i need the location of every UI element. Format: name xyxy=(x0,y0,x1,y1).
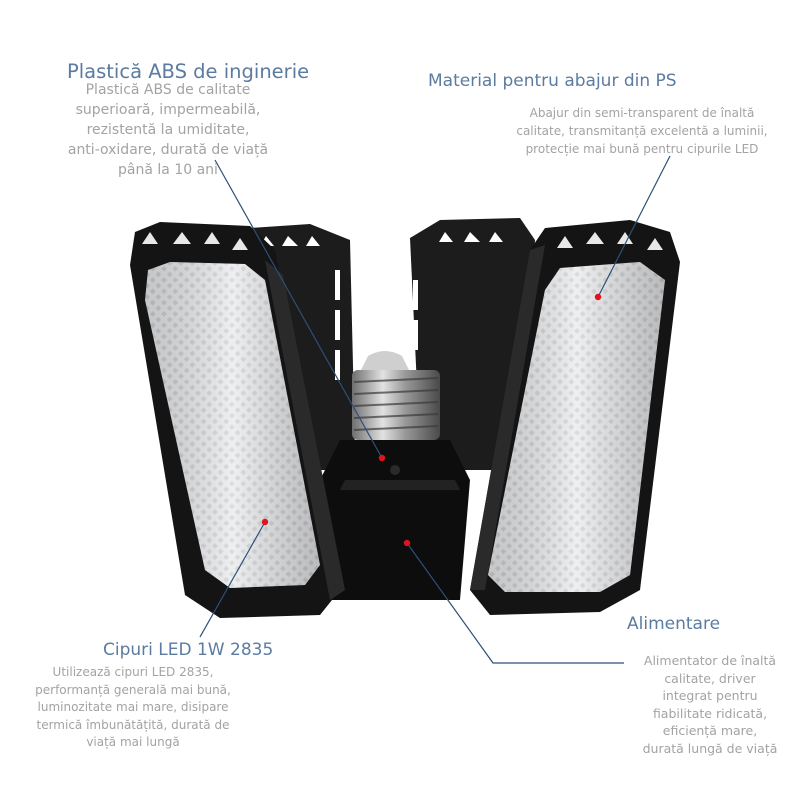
desc-line: Plastică ABS de calitate xyxy=(85,82,251,98)
desc-line: calitate, driver xyxy=(664,670,756,686)
desc-line: protecție mai bună pentru cipurile LED xyxy=(525,142,759,156)
callout-desc-led: Utilizează cipuri LED 2835, performanță … xyxy=(22,664,244,752)
e27-screw-base xyxy=(352,351,440,440)
callout-title-power: Alimentare xyxy=(627,614,721,634)
callout-title-led: Cipuri LED 1W 2835 xyxy=(103,640,274,660)
callout-desc-ps: Abajur din semi-transparent de înaltă ca… xyxy=(502,104,782,158)
desc-line: anti-oxidare, durată de viață xyxy=(67,142,269,158)
desc-line: termică îmbunătățită, durată de xyxy=(36,717,230,732)
desc-line: fiabilitate ridicată, xyxy=(652,705,768,721)
callout-title-abs: Plastică ABS de inginerie xyxy=(67,60,310,83)
marker-power xyxy=(403,539,411,547)
desc-line: Abajur din semi-transparent de înaltă xyxy=(529,106,755,120)
leader-line-led xyxy=(199,521,266,638)
desc-line: luminozitate mai mare, disipare xyxy=(37,700,229,714)
right-led-panel xyxy=(470,220,680,615)
callout-desc-power: Alimentator de înaltă calitate, driver i… xyxy=(630,652,790,757)
left-led-panel xyxy=(130,222,345,618)
desc-line: până la 10 ani xyxy=(118,162,218,178)
leader-line-abs xyxy=(214,159,383,459)
desc-line: rezistentă la umiditate, xyxy=(86,122,250,138)
desc-line: calitate, transmitanță excelentă a lumin… xyxy=(516,124,768,138)
callout-desc-abs: Plastică ABS de calitate superioară, imp… xyxy=(52,80,284,180)
callout-title-ps: Material pentru abajur din PS xyxy=(428,71,677,91)
marker-led xyxy=(261,518,269,526)
desc-line: viață mai lungă xyxy=(86,735,180,749)
leader-line-power xyxy=(406,542,624,664)
marker-abs xyxy=(378,454,386,462)
marker-ps xyxy=(594,293,602,301)
desc-line: Utilizează cipuri LED 2835, xyxy=(52,665,214,679)
desc-line: eficiență mare, xyxy=(662,723,758,738)
callout-markers xyxy=(261,293,602,547)
central-body xyxy=(320,440,470,600)
desc-line: Alimentator de înaltă xyxy=(643,653,777,668)
desc-line: durată lungă de viață xyxy=(642,740,778,756)
desc-line: performanță generală mai bună, xyxy=(35,682,231,697)
desc-line: integrat pentru xyxy=(662,688,758,703)
leader-lines xyxy=(199,155,671,664)
desc-line: superioară, impermeabilă, xyxy=(75,102,261,118)
leader-line-ps xyxy=(597,155,671,298)
